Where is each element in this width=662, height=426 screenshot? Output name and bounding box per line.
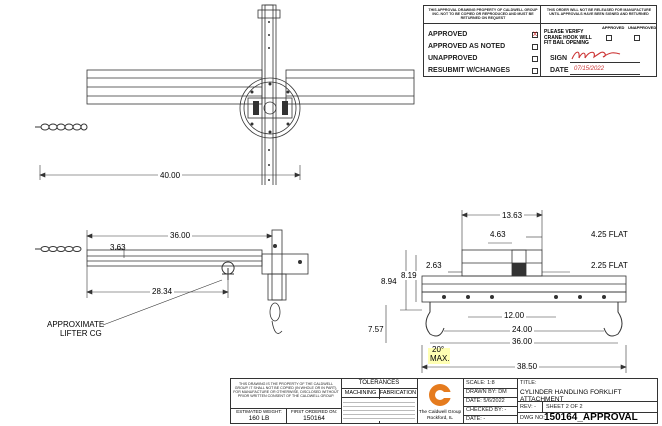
caldwell-logo-icon (429, 384, 452, 406)
first-order-label: FIRST ORDERED ON: (291, 409, 337, 414)
dim-top-length: 40.00 (158, 171, 183, 180)
sign-label: SIGN (550, 55, 568, 62)
please-verify-text: PLEASE VERIFY CRANE HOOK WILL FIT BAIL O… (544, 29, 592, 46)
title-block: THIS DRAWING IS THE PROPERTY OF THE CALD… (230, 378, 658, 424)
verify-header-approved: APPROVED (602, 25, 625, 30)
dwg-number: 150164_APPROVAL (544, 412, 638, 423)
dim-front-4-63: 4.63 (490, 230, 506, 239)
weight-label: ESTIMATED WEIGHT: (236, 409, 282, 414)
dim-front-angle: 20° (432, 345, 445, 354)
dim-front-4-25-flat: 4.25 FLAT (591, 230, 628, 239)
approval-box: THIS APPROVAL DRAWING PROPERTY OF CALDWE… (423, 5, 657, 77)
top-view (35, 4, 415, 185)
option-unapproved: UNAPPROVED (428, 55, 478, 62)
revision: REV: - (520, 404, 536, 410)
verify-unapproved-checkbox[interactable] (634, 35, 640, 41)
weight-value: 160 LB (248, 415, 270, 422)
drawn-by: DRAWN BY: DM (466, 389, 507, 395)
verify-header-unapproved: UNAPPROVED (628, 25, 657, 30)
side-view (35, 229, 309, 334)
dim-front-2-25-flat: 2.25 FLAT (591, 261, 628, 270)
title-label: TITLE: (520, 380, 537, 386)
company-city: Rockford, IL (427, 416, 453, 421)
checked-by: CHECKED BY: - (466, 407, 507, 413)
first-order-value: 150164 (303, 415, 325, 422)
company-name: The Caldwell Group (418, 410, 462, 415)
verify-approved-checkbox[interactable] (606, 35, 612, 41)
dwg-no-label: DWG NO: (520, 415, 545, 421)
date-label: DATE (550, 67, 569, 74)
dim-front-7-57: 7.57 (368, 325, 384, 334)
approval-notice-left: THIS APPROVAL DRAWING PROPERTY OF CALDWE… (428, 8, 538, 20)
dim-front-38-50: 38.50 (515, 362, 540, 371)
dim-front-36-00: 36.00 (510, 337, 535, 346)
dim-front-angle-max: MAX. (430, 354, 450, 363)
cg-note-line1: APPROXIMATE (47, 320, 105, 329)
approval-notice-right: THIS ORDER WILL NOT BE RELEASED FOR MANU… (546, 8, 652, 16)
scale: SCALE: 1:8 (466, 380, 495, 386)
dim-front-12-00: 12.00 (502, 311, 527, 320)
option-approved: APPROVED (428, 31, 468, 38)
date-value: 07/15/2022 (574, 66, 605, 72)
machining-header: MACHINING (344, 390, 377, 396)
front-view (385, 210, 627, 373)
tolerance-rows (343, 399, 415, 421)
unapproved-checkbox[interactable] (532, 56, 538, 62)
dim-cg-distance: 28.34 (150, 287, 175, 296)
dim-side-length: 36.00 (168, 231, 193, 240)
checked-date: DATE: - (466, 416, 486, 422)
dim-front-2-63: 2.63 (426, 261, 442, 270)
dim-side-offset: 3.63 (110, 243, 126, 252)
option-approved-as-noted: APPROVED AS NOTED (428, 43, 506, 50)
property-note: THIS DRAWING IS THE PROPERTY OF THE CALD… (233, 382, 339, 398)
dim-front-24-00: 24.00 (510, 325, 535, 334)
dim-front-13-63: 13.63 (500, 211, 525, 220)
tolerances-header: TOLERANCES (358, 380, 400, 386)
dim-front-8-94: 8.94 (381, 277, 397, 286)
option-resubmit: RESUBMIT W/CHANGES (428, 67, 511, 74)
dim-front-8-19: 8.19 (401, 271, 417, 280)
sheet-number: SHEET 2 OF 2 (546, 404, 583, 410)
fabrication-header: FABRICATION (379, 390, 417, 396)
resubmit-checkbox[interactable] (532, 68, 538, 74)
approved-as-noted-checkbox[interactable] (532, 44, 538, 50)
approved-checkbox[interactable]: X (532, 32, 538, 38)
drawn-date: DATE: 5/6/2022 (466, 398, 505, 404)
cg-note-line2: LIFTER CG (60, 329, 102, 338)
signature (571, 51, 621, 60)
drawing-title: CYLINDER HANDLING FORKLIFT ATTACHMENT (520, 389, 622, 403)
